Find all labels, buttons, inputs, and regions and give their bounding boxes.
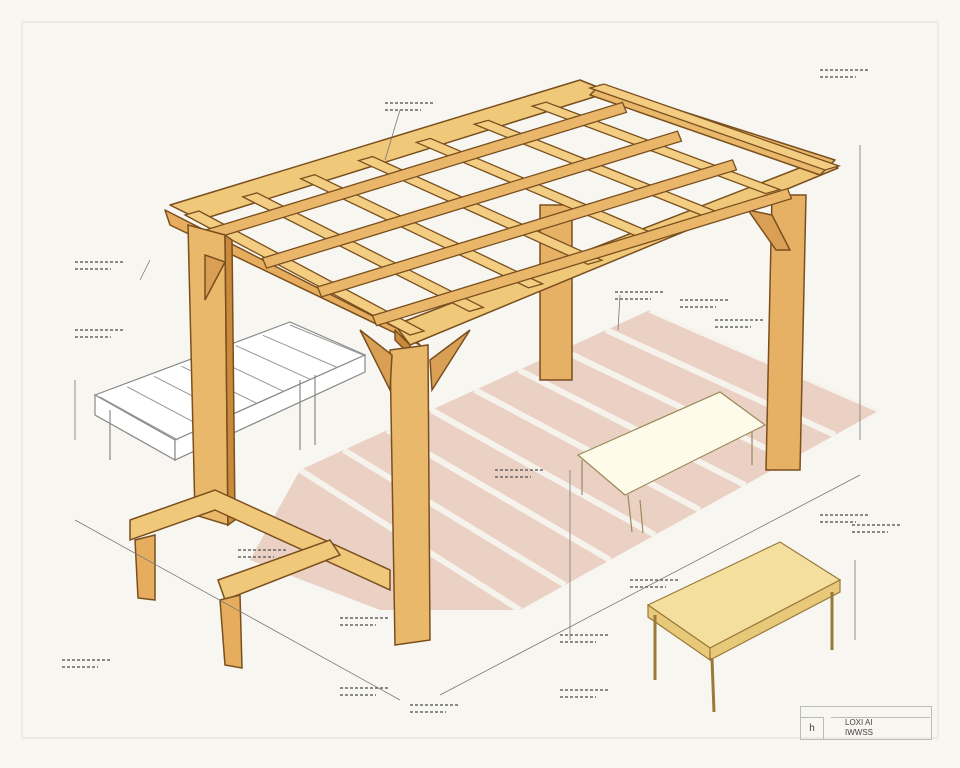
bench-slat bbox=[99, 396, 179, 441]
shadow-gap bbox=[342, 447, 567, 588]
purlin bbox=[371, 187, 793, 327]
rafter bbox=[183, 210, 426, 336]
pergola-rafters bbox=[183, 83, 842, 336]
annotation-notes bbox=[62, 69, 900, 713]
purlin bbox=[261, 130, 683, 269]
bench-slat bbox=[289, 324, 364, 356]
title-block-code: h bbox=[801, 717, 824, 740]
rafter bbox=[587, 83, 842, 171]
title-block: h LOXI AI IWWSS bbox=[800, 706, 932, 740]
sheet-border bbox=[21, 21, 939, 739]
pergola-front-posts bbox=[187, 224, 471, 646]
bench-slat bbox=[235, 345, 311, 380]
wooden-table-detail bbox=[646, 541, 842, 713]
title-block-text: LOXI AI IWWSS bbox=[831, 717, 930, 739]
wooden-bench-front bbox=[129, 489, 391, 669]
title-block-line1: LOXI AI bbox=[845, 718, 873, 727]
shadow-gap bbox=[517, 367, 747, 488]
title-block-line2: IWWSS bbox=[845, 728, 873, 737]
shadow-gap bbox=[429, 407, 657, 538]
pergola-back-posts bbox=[539, 194, 807, 471]
purlin bbox=[316, 159, 738, 298]
shadow-gap bbox=[648, 307, 882, 413]
dimension-lines bbox=[74, 109, 861, 701]
shadow-gap bbox=[473, 387, 702, 513]
bench-slat bbox=[126, 386, 205, 429]
sketch-table-middle bbox=[576, 391, 767, 534]
bench-slat bbox=[262, 334, 337, 368]
